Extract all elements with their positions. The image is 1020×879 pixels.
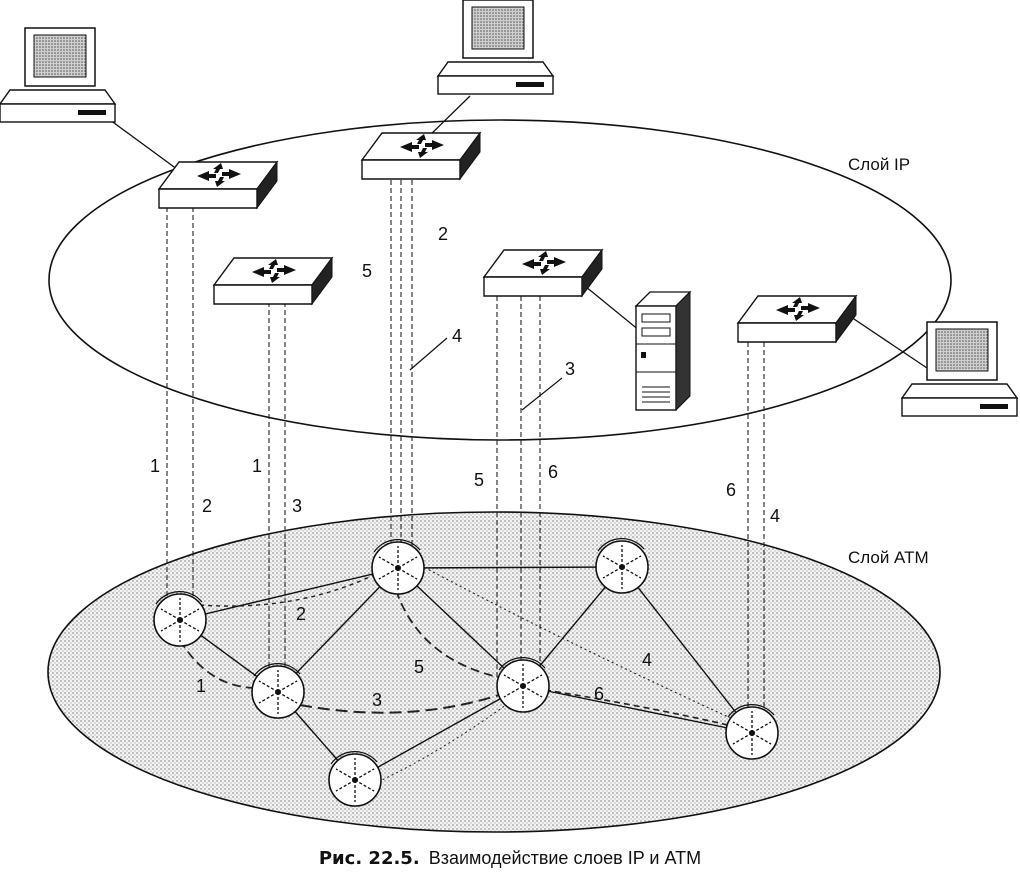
- ip-router: [360, 131, 482, 181]
- channel-label: 6: [726, 480, 736, 500]
- figure-caption: Рис. 22.5. Взаимодействие слоев IP и ATM: [0, 848, 1020, 869]
- server-icon: [634, 290, 692, 412]
- path-label: 1: [196, 676, 206, 696]
- atm-layer-title: Слой ATM: [848, 548, 929, 567]
- channel-label: 5: [474, 470, 484, 490]
- path-label: 4: [642, 650, 652, 670]
- ip-router: [212, 256, 334, 306]
- ip-router: [157, 160, 279, 210]
- atm-switch: [251, 663, 305, 719]
- channel-label: 1: [150, 456, 160, 476]
- channel-label: 2: [202, 496, 212, 516]
- channel-label: 2: [438, 224, 448, 244]
- path-label: 3: [372, 690, 382, 710]
- channel-label: 4: [452, 326, 462, 346]
- ip-router: [736, 294, 858, 344]
- path-label: 6: [594, 684, 604, 704]
- atm-switch: [328, 751, 382, 807]
- caption-prefix: Рис. 22.5.: [318, 848, 420, 869]
- ip-layer-ellipse: [48, 119, 952, 441]
- channel-label: 3: [292, 496, 302, 516]
- channel-label: 4: [770, 506, 780, 526]
- atm-switch: [371, 539, 425, 595]
- channel-label: 5: [362, 261, 372, 281]
- workstation-icon: [0, 27, 117, 123]
- atm-virtual-paths: [179, 564, 736, 791]
- atm-layer-ellipse: [47, 511, 941, 833]
- atm-switch: [725, 704, 779, 760]
- caption-text: Взаимодействие слоев IP и ATM: [428, 848, 702, 868]
- ip-router: [482, 248, 604, 298]
- vertical-channels: [166, 180, 765, 730]
- workstation-icon: [436, 0, 555, 95]
- atm-switch: [153, 591, 207, 647]
- path-label: 5: [414, 657, 424, 677]
- path-label: 2: [296, 604, 306, 624]
- ip-atm-diagram: Слой IP Слой ATM 1 2 1 3 5 2 4 3 5 6 6 4…: [0, 0, 1019, 833]
- atm-switch: [496, 657, 550, 713]
- label-leaders: [409, 337, 563, 411]
- channel-label: 1: [252, 456, 262, 476]
- workstation-icon: [900, 321, 1019, 417]
- ip-layer-title: Слой IP: [848, 155, 910, 174]
- atm-switch: [595, 538, 649, 594]
- channel-label: 3: [565, 359, 575, 379]
- channel-label: 6: [548, 462, 558, 482]
